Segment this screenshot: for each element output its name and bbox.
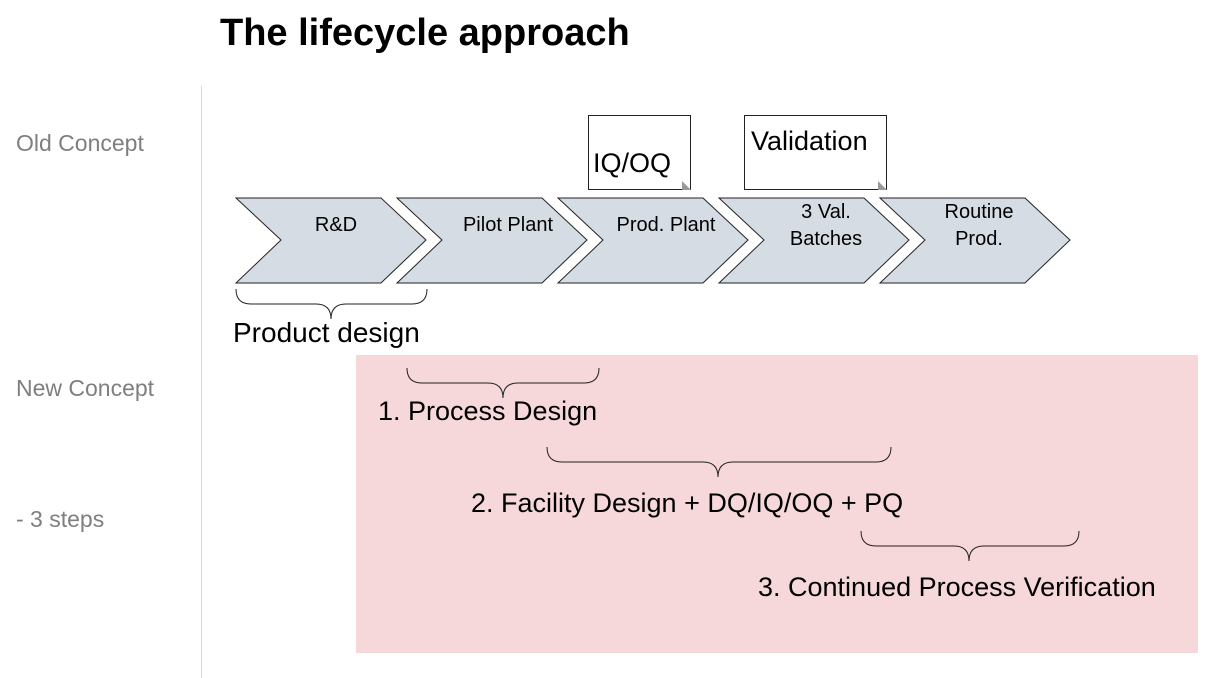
note-fold-corner xyxy=(878,181,887,190)
stage-prod-plant: Prod. Plant xyxy=(600,212,732,239)
brace-product-design xyxy=(235,288,428,320)
chevron-routine-prod xyxy=(878,197,1071,284)
stage-rnd: R&D xyxy=(276,212,396,239)
stage-routine-prod-line1: Routine xyxy=(944,201,1014,223)
new-concept-label: New Concept xyxy=(16,375,155,401)
validation-note: Validation xyxy=(744,115,887,190)
chevron-prod-plant xyxy=(556,197,749,284)
slide-title: The lifecycle approach xyxy=(220,12,630,54)
three-steps-label: - 3 steps xyxy=(16,506,105,532)
stage-val-batches-line2: Batches xyxy=(789,228,863,250)
step3-label: 3. Continued Process Verification xyxy=(758,572,1156,602)
chevron-rnd xyxy=(234,197,427,284)
stage-routine-prod-line2: Prod. xyxy=(955,228,1003,250)
iqoq-note: IQ/OQ xyxy=(588,115,691,190)
new-concept-band xyxy=(356,355,1198,653)
step1-label: 1. Process Design xyxy=(378,396,598,426)
chevron-val-batches xyxy=(717,197,910,284)
note-fold-corner xyxy=(682,181,691,190)
stage-pilot-plant-label: Pilot Plant xyxy=(462,214,554,236)
stage-val-batches-line1: 3 Val. xyxy=(801,201,851,223)
stage-rnd-label: R&D xyxy=(314,214,358,236)
validation-note-label: Validation xyxy=(751,126,868,156)
iqoq-note-label: IQ/OQ xyxy=(593,148,672,178)
old-concept-label: Old Concept xyxy=(16,130,144,156)
stage-pilot-plant: Pilot Plant xyxy=(442,212,574,239)
brace-facility-design xyxy=(546,446,892,478)
stage-val-batches: 3 Val. Batches xyxy=(766,199,886,253)
divider-line xyxy=(201,86,202,678)
stage-routine-prod: Routine Prod. xyxy=(919,199,1039,253)
step2-label: 2. Facility Design + DQ/IQ/OQ + PQ xyxy=(471,488,904,518)
brace-continued-verification xyxy=(860,530,1080,562)
product-design-label: Product design xyxy=(233,317,420,348)
stage-prod-plant-label: Prod. Plant xyxy=(616,214,716,236)
chevron-pilot-plant xyxy=(395,197,588,284)
brace-process-design xyxy=(406,367,600,399)
